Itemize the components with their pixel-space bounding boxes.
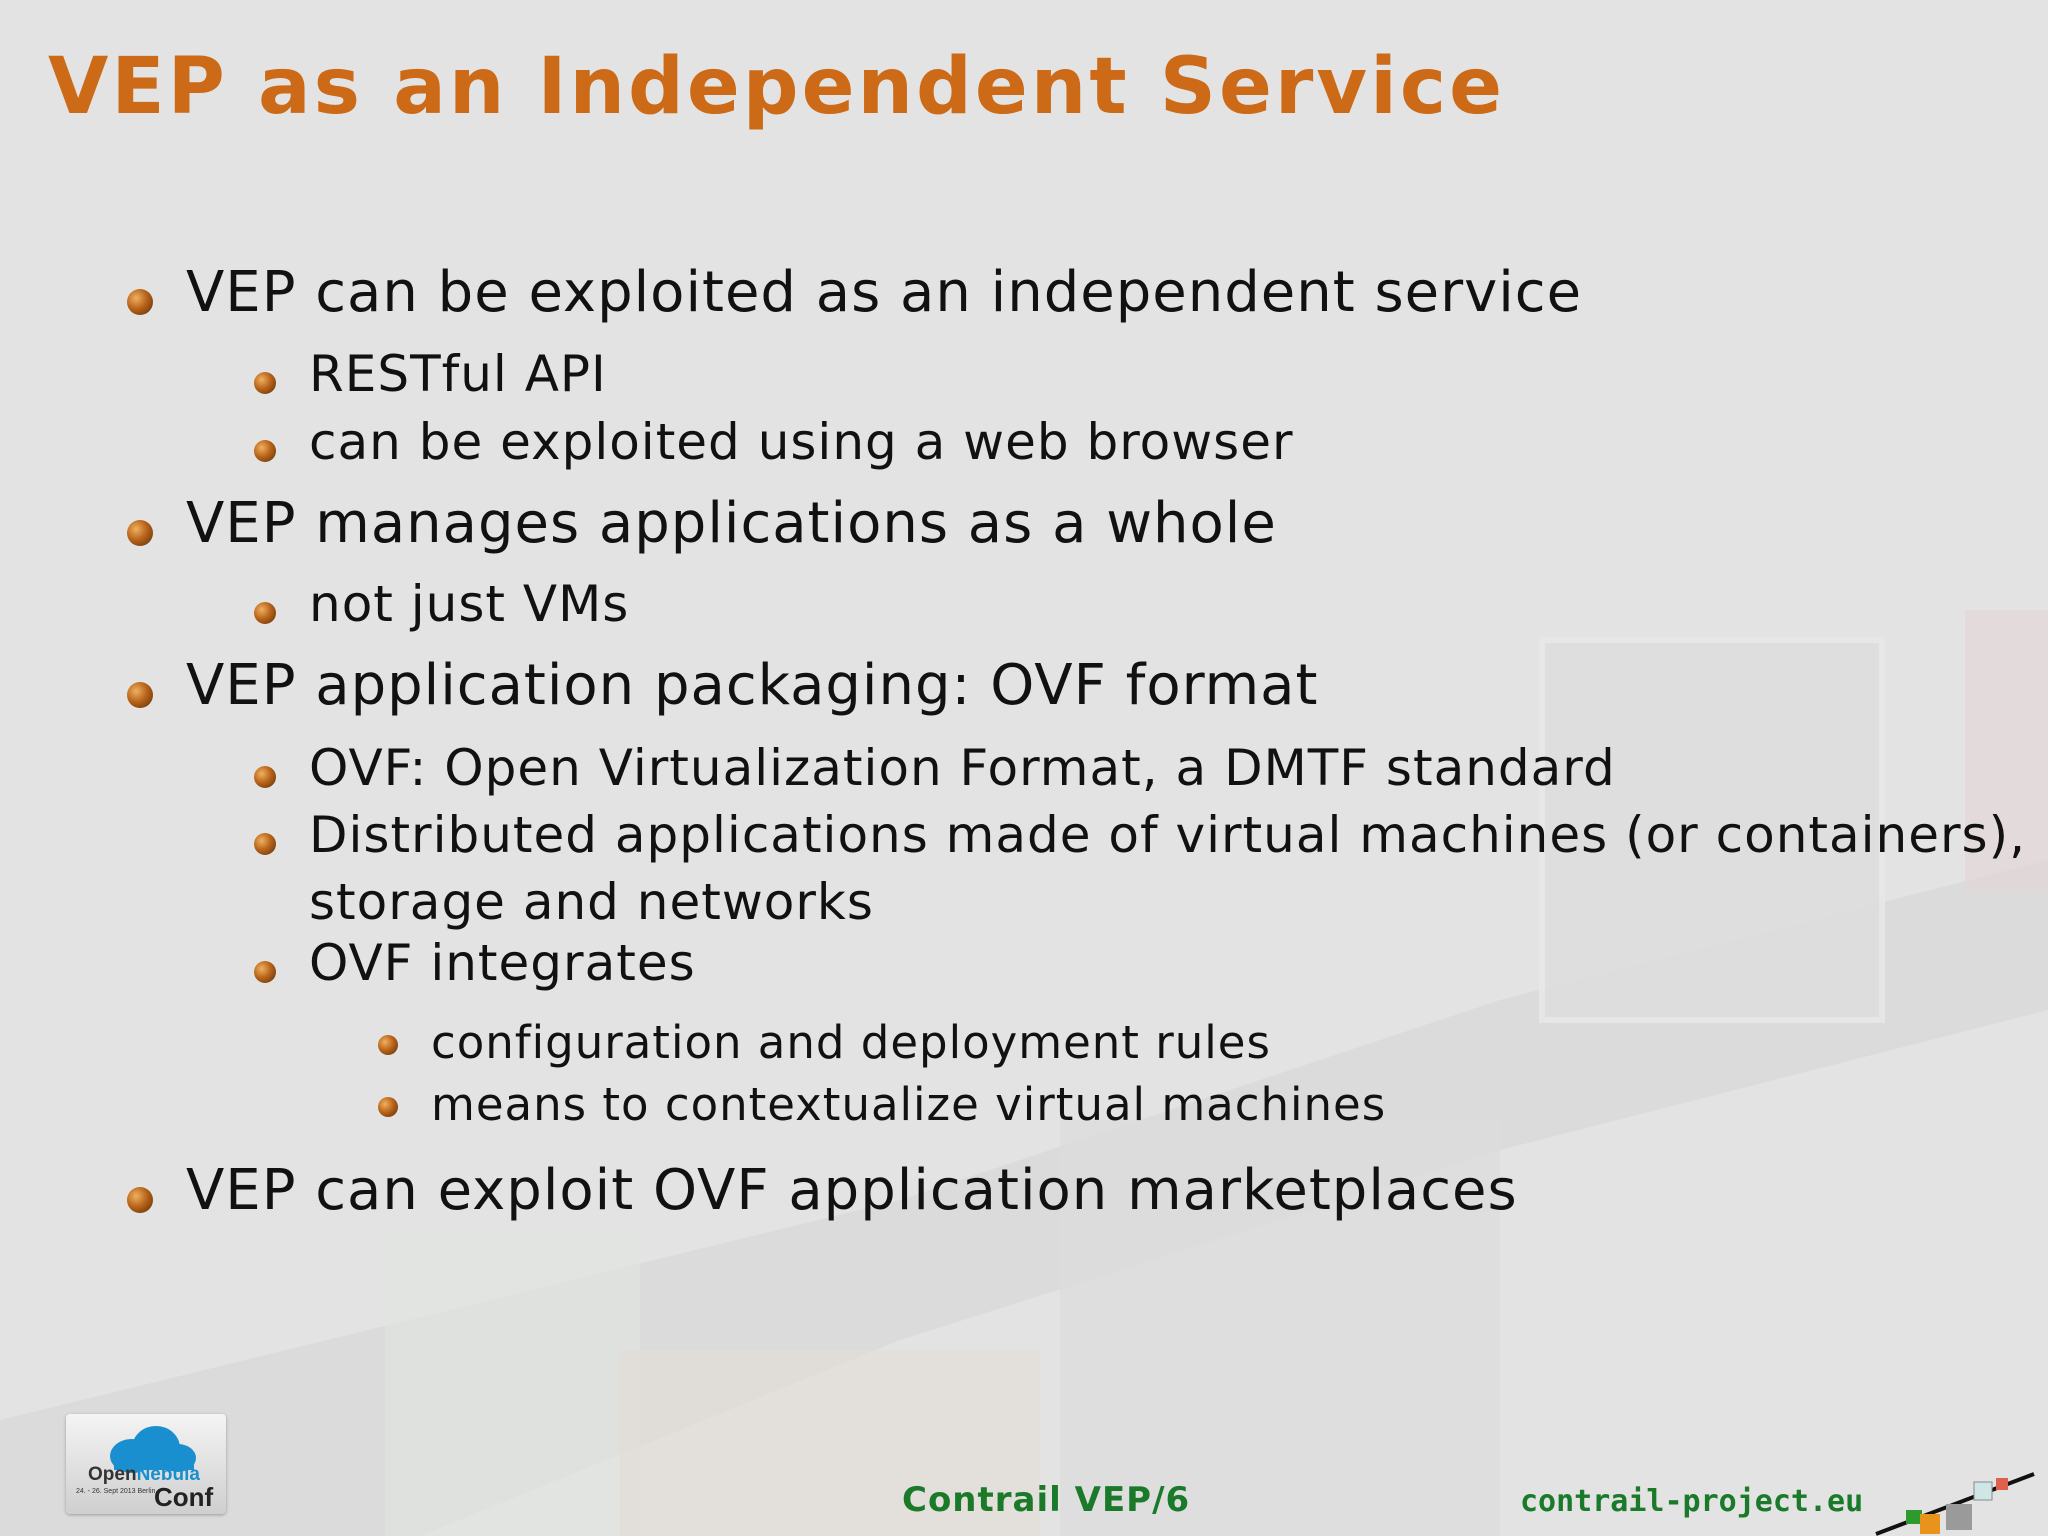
bullet-marker <box>254 372 276 394</box>
list-item: configuration and deployment rules <box>431 1016 1271 1069</box>
footer-slide-label: Contrail VEP/6 <box>902 1480 1191 1520</box>
list-item: not just VMs <box>309 575 630 633</box>
bullet-marker <box>127 289 153 315</box>
list-item: RESTful API <box>309 345 607 403</box>
bullet-marker <box>127 1187 153 1213</box>
bullet-marker <box>254 440 276 462</box>
bullet-marker <box>254 766 276 788</box>
bullet-marker <box>254 961 276 983</box>
bullet-marker <box>127 682 153 708</box>
bullet-marker <box>378 1097 398 1117</box>
list-item: OVF: Open Virtualization Format, a DMTF … <box>309 739 1616 797</box>
list-item: means to contextualize virtual machines <box>431 1078 1387 1131</box>
footer-url: contrail-project.eu <box>1520 1484 1864 1519</box>
list-item-continuation: storage and networks <box>309 873 874 931</box>
bullet-marker <box>254 833 276 855</box>
logo-dates: 24. - 26. Sept 2013 Berlin <box>76 1488 156 1495</box>
bullet-marker <box>254 602 276 624</box>
list-item: VEP can exploit OVF application marketpl… <box>186 1158 1518 1223</box>
list-item: Distributed applications made of virtual… <box>309 806 2026 864</box>
list-item: can be exploited using a web browser <box>309 413 1294 471</box>
opennebula-conf-logo: OpenNebula 24. - 26. Sept 2013 Berlin Co… <box>66 1414 226 1514</box>
bullet-marker <box>127 520 153 546</box>
list-item: VEP manages applications as a whole <box>186 491 1277 556</box>
list-item: VEP can be exploited as an independent s… <box>186 260 1583 325</box>
slide-title: VEP as an Independent Service <box>48 42 1506 132</box>
logo-conf: Conf <box>154 1482 214 1512</box>
cloud-icon <box>110 1426 196 1473</box>
list-item: VEP application packaging: OVF format <box>186 653 1319 718</box>
list-item: OVF integrates <box>309 934 696 992</box>
bullet-marker <box>378 1035 398 1055</box>
logo-wordmark: OpenNebula <box>88 1464 200 1485</box>
contrail-logo-icon <box>1875 1472 2035 1536</box>
